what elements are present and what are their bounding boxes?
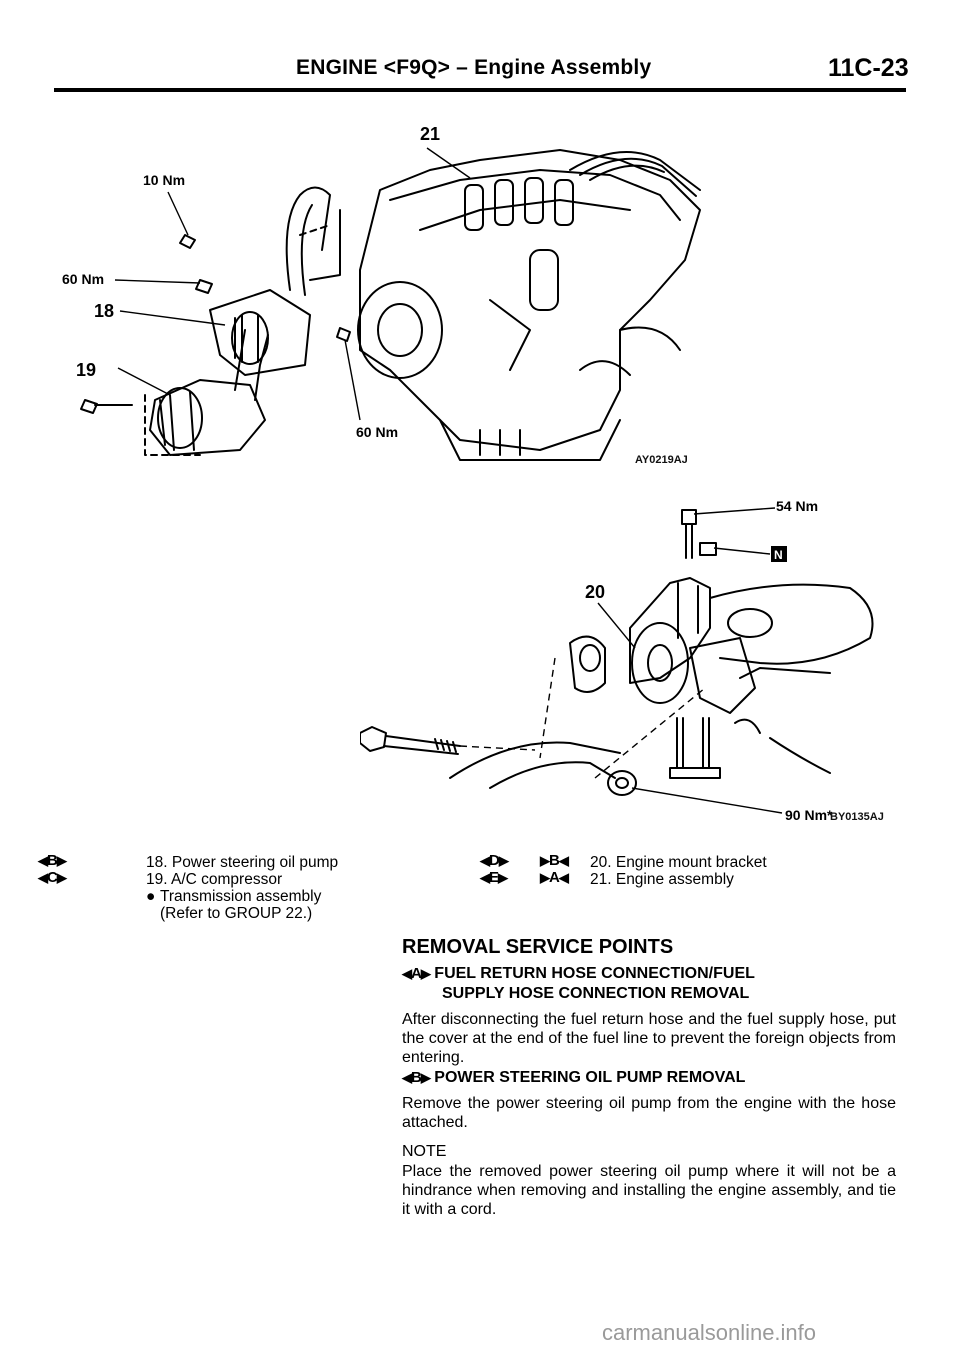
note-label: NOTE (402, 1143, 447, 1160)
callout-19: 19 (76, 360, 96, 380)
engine-mount-figure: 54 Nm N 20 90 Nm* BY0135AJ (360, 498, 884, 823)
n-marker-box (771, 546, 787, 562)
section-title: REMOVAL SERVICE POINTS (402, 936, 674, 958)
removal-marker-b: ◀B▶ (38, 852, 67, 869)
callout-10nm: 10 Nm (143, 172, 185, 188)
removal-marker-d: ◀D▶ (480, 852, 509, 869)
service-marker-b: ◀B▶ (402, 1069, 431, 1086)
install-marker-a: ▶A◀ (540, 869, 569, 886)
removal-marker-e: ◀E▶ (480, 869, 508, 886)
page-number: 11C-23 (828, 54, 909, 82)
note-body: Place the removed power steering oil pum… (402, 1163, 896, 1218)
removal-marker-c: ◀C▶ (38, 869, 67, 886)
service-point-b-body: Remove the power steering oil pump from … (402, 1095, 896, 1131)
legend-left-list: 18. Power steering oil pump 19. A/C comp… (146, 854, 338, 922)
watermark: carmanualsonline.info (602, 1320, 817, 1345)
service-marker-a: ◀A▶ (402, 965, 431, 982)
legend-right-list: 20. Engine mount bracket 21. Engine asse… (590, 854, 767, 888)
callout-54nm: 54 Nm (776, 498, 818, 514)
callout-18: 18 (94, 301, 114, 321)
legend-left-markers: ◀B▶ ◀C▶ (38, 852, 67, 886)
install-marker-b: ▶B◀ (540, 852, 569, 869)
legend-right-removal-markers: ◀D▶ ◀E▶ (480, 852, 509, 886)
header-rule (54, 88, 906, 92)
callout-90nm: 90 Nm* (785, 807, 833, 823)
engine-assembly-figure: 21 10 Nm 60 Nm 18 19 60 Nm AY0219AJ (62, 124, 701, 466)
figure-code-ay0219aj: AY0219AJ (635, 454, 688, 466)
legend-item-transmission: ●Transmission assembly (146, 888, 322, 905)
service-point-a-heading: ◀A▶ FUEL RETURN HOSE CONNECTION/FUEL SUP… (402, 965, 755, 1002)
page-header-title: ENGINE <F9Q> – Engine Assembly (296, 56, 652, 79)
service-point-a-body: After disconnecting the fuel return hose… (402, 1011, 896, 1066)
bullet-icon: ● (146, 888, 156, 905)
legend-right-install-markers: ▶B◀ ▶A◀ (540, 852, 569, 886)
callout-20: 20 (585, 582, 605, 602)
figure-code-by0135aj: BY0135AJ (830, 811, 884, 823)
callout-60nm-block: 60 Nm (356, 424, 398, 440)
legend-item-21: 21. Engine assembly (590, 871, 734, 888)
callout-60nm-pump: 60 Nm (62, 271, 104, 287)
legend-item-20: 20. Engine mount bracket (590, 854, 767, 871)
service-point-b-heading: ◀B▶ POWER STEERING OIL PUMP REMOVAL (402, 1069, 746, 1086)
legend-item-refer: (Refer to GROUP 22.) (160, 905, 313, 922)
legend-item-19: 19. A/C compressor (146, 871, 283, 888)
callout-n: N (774, 548, 783, 562)
legend-item-18: 18. Power steering oil pump (146, 854, 339, 871)
callout-21: 21 (420, 124, 440, 144)
